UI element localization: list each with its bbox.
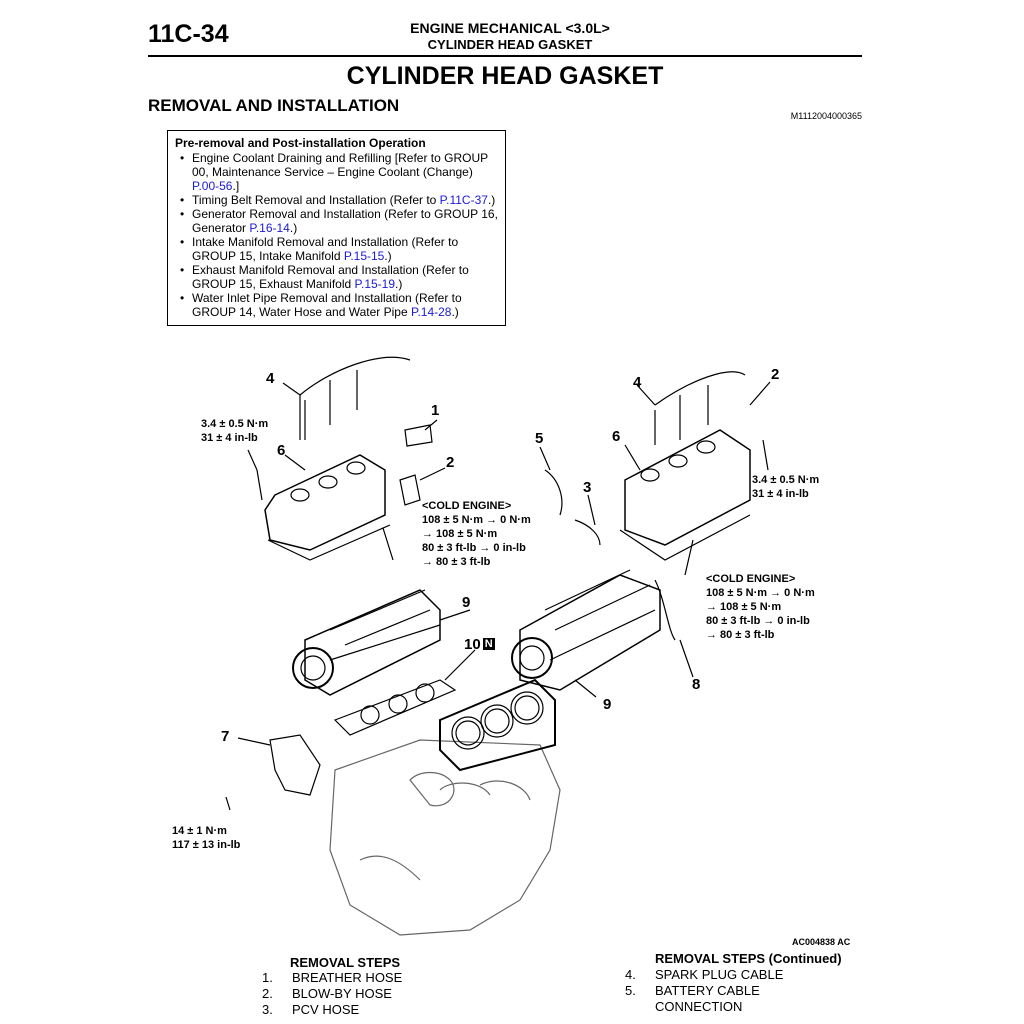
list-item: •Intake Manifold Removal and Installatio… xyxy=(180,235,459,263)
callout-3: 3 xyxy=(583,479,592,496)
page-reference-link[interactable]: P.15-19 xyxy=(354,277,396,291)
callout-4: 4 xyxy=(633,374,642,391)
page-reference-link[interactable]: P.14-28 xyxy=(410,305,452,319)
torque-spec: <COLD ENGINE> 108 ± 5 N·m → 0 N·m → 108 … xyxy=(422,500,531,568)
pre-removal-title: Pre-removal and Post-installation Operat… xyxy=(175,136,426,150)
list-item: CONNECTION xyxy=(655,999,743,1014)
page-number: 11C-34 xyxy=(148,20,229,48)
page-reference-link[interactable]: P.16-14 xyxy=(249,221,290,235)
list-item: 5.BATTERY CABLE xyxy=(625,983,760,998)
torque-spec: 3.4 ± 0.5 N·m 31 ± 4 in-lb xyxy=(201,418,269,444)
callout-4: 4 xyxy=(266,370,275,387)
list-item: •Timing Belt Removal and Installation (R… xyxy=(180,193,496,207)
list-item: •Engine Coolant Draining and Refilling [… xyxy=(180,151,488,193)
callout-6: 6 xyxy=(277,442,286,459)
document-id: M1112004000365 xyxy=(790,111,862,121)
torque-spec: <COLD ENGINE> 108 ± 5 N·m → 0 N·m → 108 … xyxy=(706,573,815,641)
callout-5: 5 xyxy=(535,430,544,447)
list-item: •Exhaust Manifold Removal and Installati… xyxy=(180,263,469,291)
list-item: 1.BREATHER HOSE xyxy=(262,970,403,985)
list-item: 3.PCV HOSE xyxy=(262,1002,360,1017)
callout-1: 1 xyxy=(431,402,440,419)
callout-6: 6 xyxy=(612,428,621,445)
callout-2: 2 xyxy=(446,454,455,471)
header-rule xyxy=(148,55,862,57)
topic-header: CYLINDER HEAD GASKET xyxy=(427,37,593,52)
torque-spec: 14 ± 1 N·m 117 ± 13 in-lb xyxy=(172,825,241,851)
page-title: CYLINDER HEAD GASKET xyxy=(346,62,664,90)
figure-id: AC004838 AC xyxy=(792,937,851,947)
list-item: •Generator Removal and Installation (Ref… xyxy=(180,207,498,235)
callout-8: 8 xyxy=(692,676,701,693)
section-header: ENGINE MECHANICAL <3.0L> xyxy=(410,20,610,36)
list-item: 4.SPARK PLUG CABLE xyxy=(625,967,784,982)
callout-7: 7 xyxy=(221,728,230,745)
removal-steps-continued-heading: REMOVAL STEPS (Continued) xyxy=(655,951,842,966)
section-subtitle: REMOVAL AND INSTALLATION xyxy=(148,96,400,115)
callout-2: 2 xyxy=(771,366,780,383)
list-item: 2.BLOW-BY HOSE xyxy=(262,986,392,1001)
pre-removal-box: Pre-removal and Post-installation Operat… xyxy=(167,130,506,326)
torque-spec: 3.4 ± 0.5 N·m 31 ± 4 in-lb xyxy=(752,474,820,500)
page-reference-link[interactable]: P.11C-37 xyxy=(439,193,488,207)
page-reference-link[interactable]: P.15-15 xyxy=(343,249,385,263)
removal-steps-heading: REMOVAL STEPS xyxy=(290,955,401,970)
callout-9: 9 xyxy=(462,594,471,611)
page-reference-link[interactable]: P.00-56 xyxy=(192,179,233,193)
non-reusable-marker: N xyxy=(482,638,495,650)
pre-removal-list: •Engine Coolant Draining and Refilling [… xyxy=(175,151,498,319)
callout-9: 9 xyxy=(603,696,612,713)
list-item: •Water Inlet Pipe Removal and Installati… xyxy=(180,291,462,319)
